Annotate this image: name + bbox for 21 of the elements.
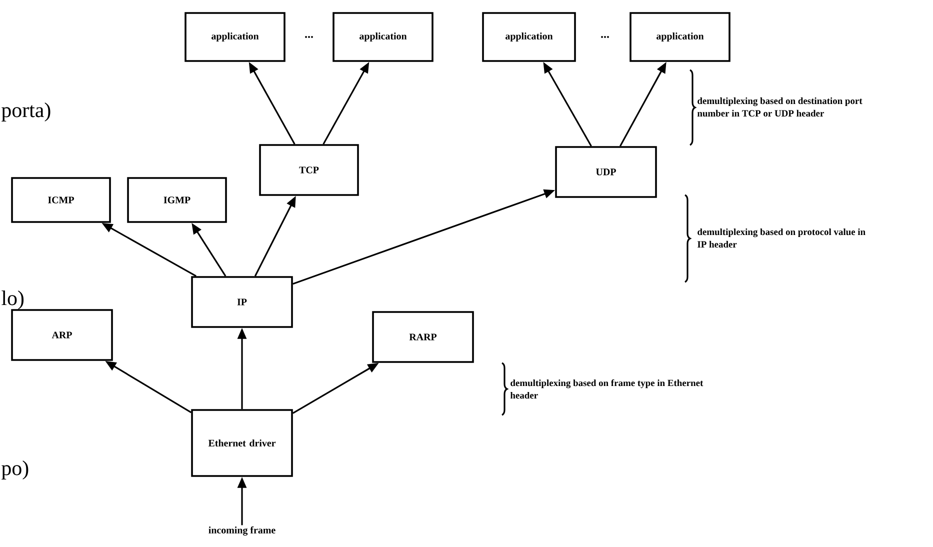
annotation: demultiplexing based on destination port number in TCP or UDP header [697,97,862,117]
protocol-box: IGMP [127,177,227,223]
protocol-box: IP [191,276,293,328]
ellipsis: ... [601,36,609,38]
text-fragment: porta) [2,102,50,122]
protocol-box: TCP [259,144,359,196]
protocol-box: application [630,12,730,62]
protocol-box: RARP [372,311,474,363]
protocol-box: UDP [555,146,657,198]
annotation: demultiplexing based on frame type in Ethernet header [510,379,704,399]
protocol-box: Ethernet driver [191,409,293,477]
protocol-box: ARP [11,309,113,361]
protocol-box: ICMP [11,177,111,223]
text-label: incoming frame [208,526,276,536]
protocol-box: application [184,12,286,62]
protocol-box: application [482,12,576,62]
ellipsis: ... [305,36,313,38]
annotation: demultiplexing based on protocol value in IP header [698,228,866,248]
text-fragment: lo) [2,290,24,310]
text-fragment: po) [2,460,28,480]
protocol-box: application [332,12,434,62]
